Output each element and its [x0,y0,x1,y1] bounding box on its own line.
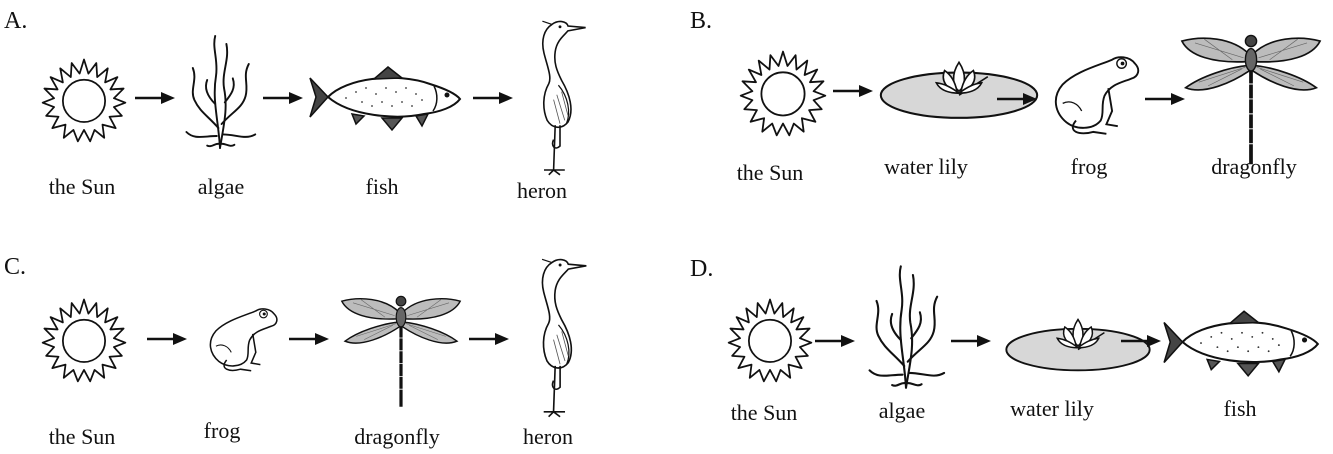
chain-label: the Sun [730,400,798,425]
algae-icon [176,32,264,152]
heron-icon [512,18,600,178]
arrow-icon [468,332,510,346]
dragonfly-icon [336,290,466,410]
arrow-icon [832,84,874,98]
chain-label: algae [878,398,926,423]
arrow-icon [134,91,176,105]
algae-icon [858,262,954,392]
arrow-icon [814,334,856,348]
chain-label: algae [197,174,245,199]
chain-label: the Sun [48,424,116,449]
option-a-letter: A. [4,8,28,34]
chain-label: frog [1070,154,1108,179]
chain-label: heron [516,178,568,203]
chain-label: the Sun [48,174,116,199]
chain-label: heron [522,424,574,449]
arrow-icon [950,334,992,348]
chain-label: the Sun [736,160,804,185]
chain-label: frog [203,418,241,443]
option-b-letter: B. [690,8,713,34]
arrow-icon [472,91,514,105]
water-lily-icon [876,52,1042,124]
arrow-icon [146,332,188,346]
arrow-icon [288,332,330,346]
heron-icon [512,256,600,420]
option-d-letter: D. [690,256,714,282]
arrow-icon [1120,334,1162,348]
frog-icon [1038,44,1152,140]
dragonfly-icon [1176,28,1326,168]
sun-icon [40,296,128,384]
frog-icon [196,298,288,376]
chain-label: dragonfly [354,424,440,449]
sun-icon [726,296,814,384]
arrow-icon [996,92,1038,106]
arrow-icon [262,91,304,105]
fish-icon [1160,306,1324,378]
sun-icon [738,48,828,138]
chain-label: fish [365,174,399,199]
sun-icon [40,56,128,144]
chain-label: water lily [884,154,968,179]
fish-icon [304,62,468,132]
chain-label: dragonfly [1211,154,1297,179]
chain-label: water lily [1010,396,1094,421]
option-c-letter: C. [4,254,27,280]
chain-label: fish [1223,396,1257,421]
